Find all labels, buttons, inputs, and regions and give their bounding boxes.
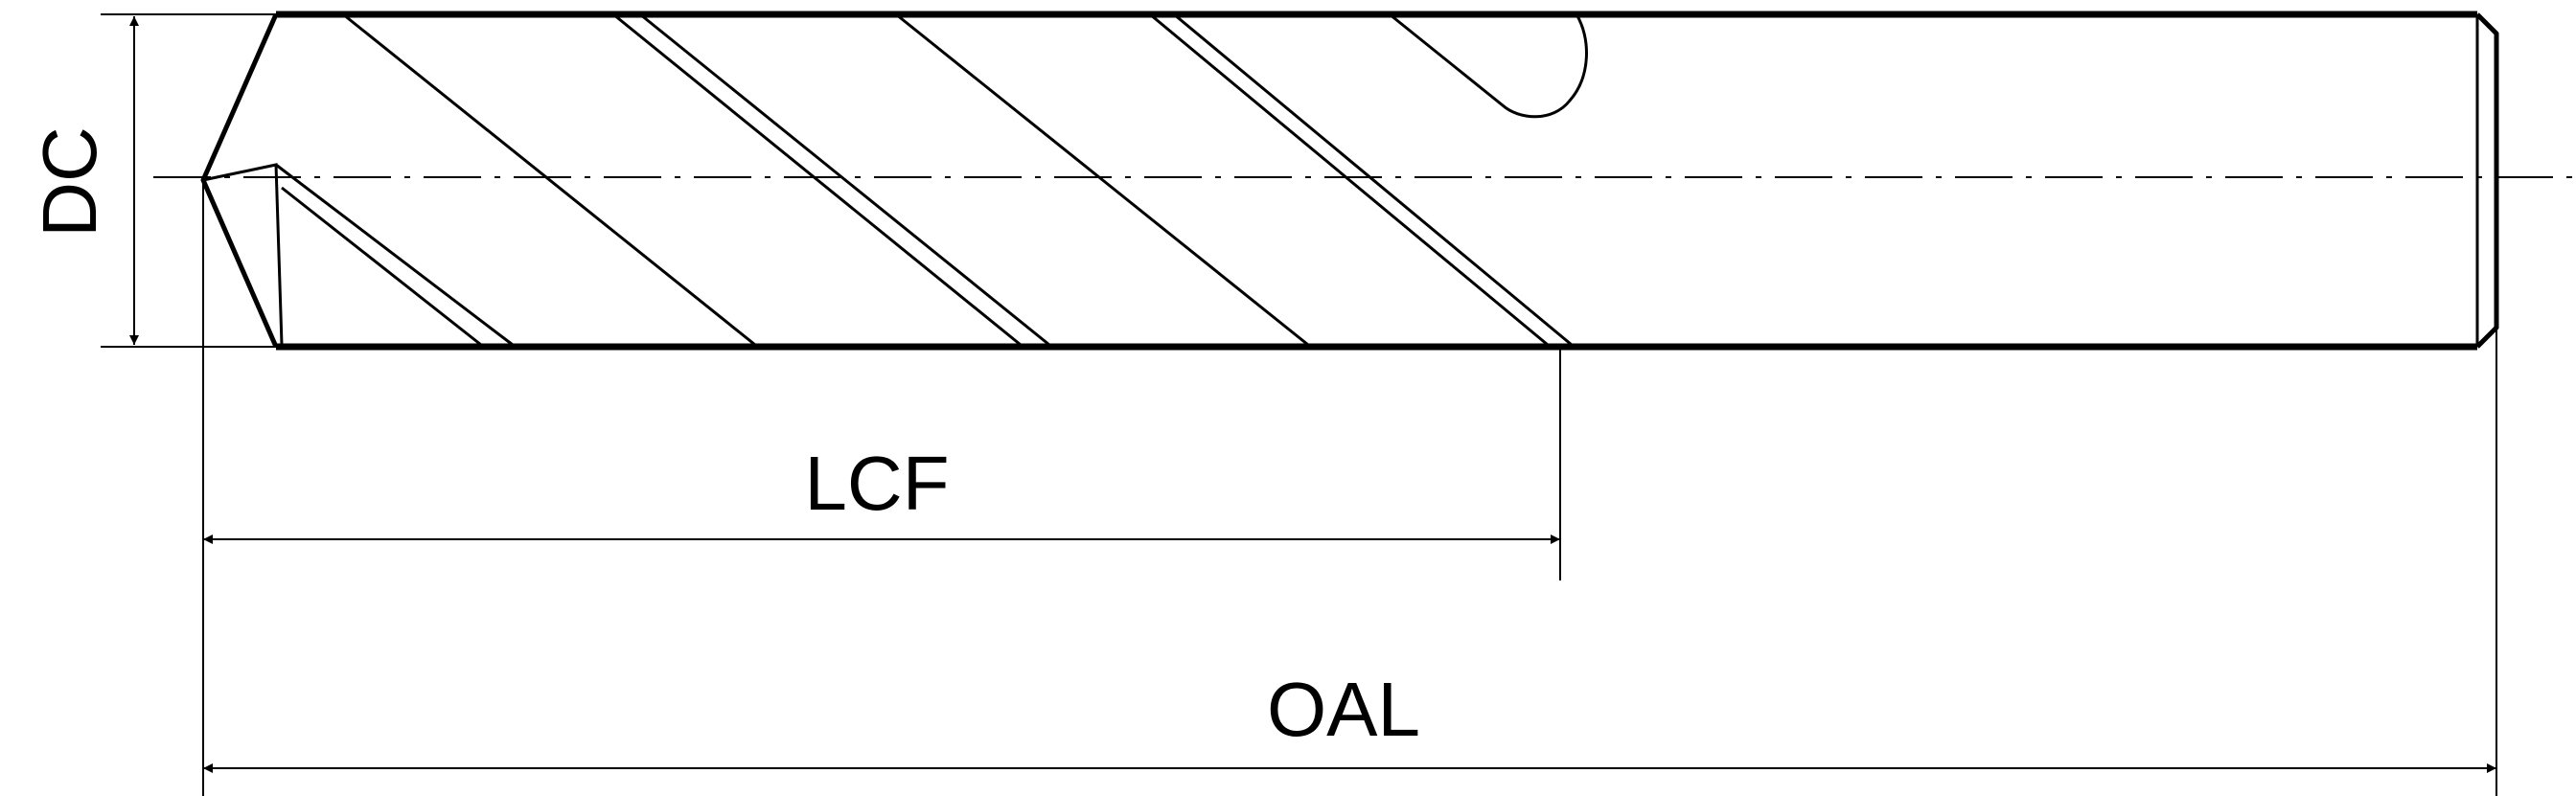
- flute-lines: [342, 12, 1588, 347]
- lcf-label: LCF: [804, 441, 949, 526]
- extension-lines: [202, 180, 2497, 796]
- dc-dimension: [101, 13, 276, 348]
- oal-label: OAL: [1267, 667, 1420, 752]
- point-details: [202, 163, 514, 347]
- drill-body: [200, 11, 2499, 351]
- dc-label: DC: [27, 126, 112, 238]
